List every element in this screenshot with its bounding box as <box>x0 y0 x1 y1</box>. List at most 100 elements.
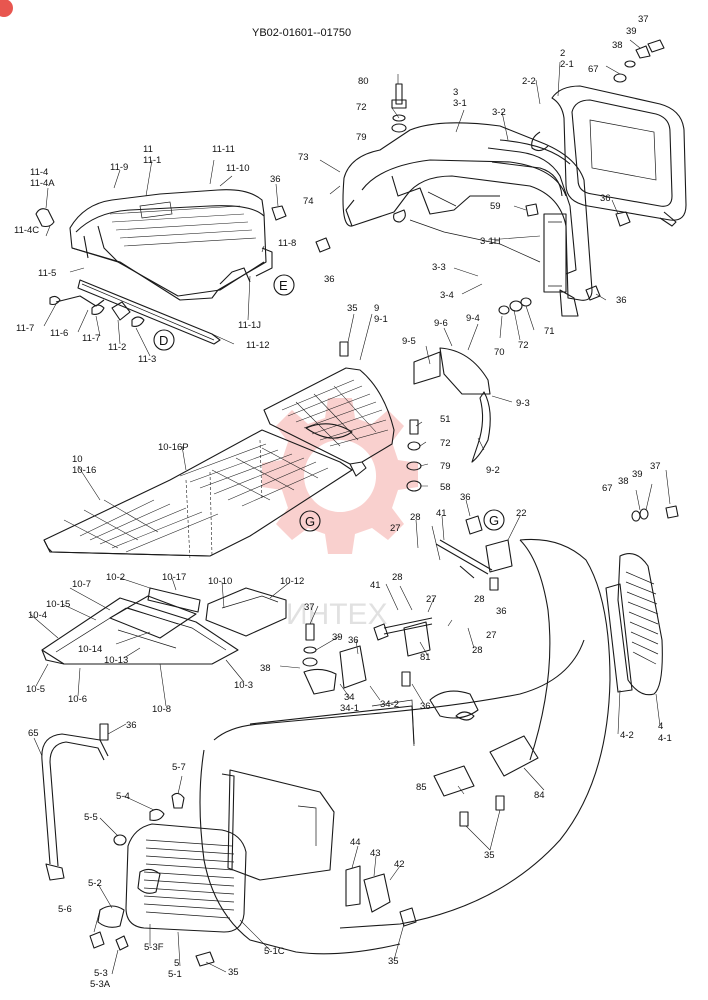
part-label: 5-1C <box>264 946 285 957</box>
part-label: 2-1 <box>560 59 574 70</box>
drawing-code: YB02-01601--01750 <box>252 27 351 39</box>
part-label: 36 <box>324 274 335 285</box>
callout-circle-e <box>273 274 295 296</box>
part-label: 35 <box>388 956 399 967</box>
part-gas-springs <box>383 539 513 635</box>
part-label: 28 <box>392 572 403 583</box>
part-label: 72 <box>356 102 367 113</box>
part-label: 11-5 <box>38 268 56 279</box>
part-label: 10-8 <box>152 704 171 715</box>
part-label: 5-3 <box>94 968 108 979</box>
part-label: 2-2 <box>522 76 536 87</box>
part-label: 37 <box>304 602 315 613</box>
callout-circle-d <box>153 329 175 351</box>
part-label: 41 <box>436 508 447 519</box>
part-label: 59 <box>490 201 501 212</box>
part-label: 9-6 <box>434 318 448 329</box>
part-label: 73 <box>298 152 309 163</box>
part-label: 4-2 <box>620 730 634 741</box>
part-label: 9-5 <box>402 336 416 347</box>
part-label: 3-2 <box>492 107 506 118</box>
part-label: 5-2 <box>88 878 102 889</box>
part-label: 2 <box>560 48 565 59</box>
counterweight-body <box>199 538 611 955</box>
part-label: 85 <box>416 782 427 793</box>
part-label: 3-3 <box>432 262 446 273</box>
part-label: 11-2 <box>108 342 126 353</box>
part-label: 10-4 <box>28 610 47 621</box>
part-label: 34-2 <box>380 699 399 710</box>
part-label: 27 <box>390 523 401 534</box>
part-label: 42 <box>394 859 405 870</box>
part-11-12-strip <box>77 279 221 345</box>
part-label: 10-13 <box>104 655 128 666</box>
watermark-text: ИНТЕХ <box>286 598 388 631</box>
corner-mark <box>0 0 13 17</box>
part-label: 5-1 <box>168 969 182 980</box>
part-10-mats <box>41 587 287 665</box>
watermark: ИНТЕХ <box>262 398 418 631</box>
part-label: 36 <box>126 720 137 731</box>
part-label: 5-4 <box>116 791 130 802</box>
callout-e: E <box>279 278 288 293</box>
part-65-rod <box>41 733 109 881</box>
part-label: 9-1 <box>374 314 388 325</box>
part-label: 34 <box>344 692 355 703</box>
part-label: 11-4C <box>14 225 39 236</box>
part-label: 36 <box>600 193 611 204</box>
part-label: 5 <box>174 958 179 969</box>
part-11-small <box>35 208 145 327</box>
part-label: 43 <box>370 848 381 859</box>
part-label: 38 <box>612 40 623 51</box>
part-label: 5-3F <box>144 942 164 953</box>
part-label: 11-10 <box>226 163 250 174</box>
part-10-plate <box>43 429 353 561</box>
part-label: 11-9 <box>110 162 128 173</box>
part-label: 5-6 <box>58 904 72 915</box>
part-label: 28 <box>410 512 421 523</box>
part-label: 11-6 <box>50 328 68 339</box>
part-label: 28 <box>474 594 485 605</box>
part-label: 11-3 <box>138 354 156 365</box>
part-11-cover <box>69 189 273 301</box>
part-label: 10-15 <box>46 599 70 610</box>
part-label: 84 <box>534 790 545 801</box>
part-label: 10-17 <box>162 572 186 583</box>
part-3-frame <box>342 122 593 317</box>
part-label: 10 <box>72 454 83 465</box>
part-label: 11-7 <box>82 333 100 344</box>
callout-g1: G <box>305 514 315 529</box>
part-label: 36 <box>270 174 281 185</box>
part-label: 44 <box>350 837 361 848</box>
part-label: 10-14 <box>78 644 102 655</box>
part-label: 71 <box>544 326 555 337</box>
part-label: 27 <box>486 630 497 641</box>
part-label: 79 <box>440 461 451 472</box>
part-label: 65 <box>28 728 39 739</box>
part-label: 36 <box>460 492 471 503</box>
part-label: 3-1 <box>453 98 467 109</box>
part-label: 41 <box>370 580 381 591</box>
part-brackets <box>303 621 539 913</box>
part-label: 28 <box>472 645 483 656</box>
part-label: 11-1J <box>238 320 261 331</box>
callout-circle-g1 <box>299 510 321 532</box>
part-label: 9-2 <box>486 465 500 476</box>
part-label: 38 <box>260 663 271 674</box>
part-label: 9 <box>374 303 379 314</box>
part-label: 9-3 <box>516 398 530 409</box>
part-label: 11-8 <box>278 238 296 249</box>
part-label: 10-12 <box>280 576 304 587</box>
part-label: 10-7 <box>72 579 91 590</box>
part-label: 3-1H <box>480 236 501 247</box>
part-label: 39 <box>332 632 343 643</box>
part-label: 80 <box>358 76 369 87</box>
part-label: 37 <box>638 14 649 25</box>
part-label: 35 <box>484 850 495 861</box>
part-label: 11-7 <box>16 323 34 334</box>
part-label: 11 <box>143 144 153 155</box>
part-label: 4 <box>658 721 663 732</box>
part-label: 35 <box>347 303 358 314</box>
part-label: 11-12 <box>246 340 270 351</box>
